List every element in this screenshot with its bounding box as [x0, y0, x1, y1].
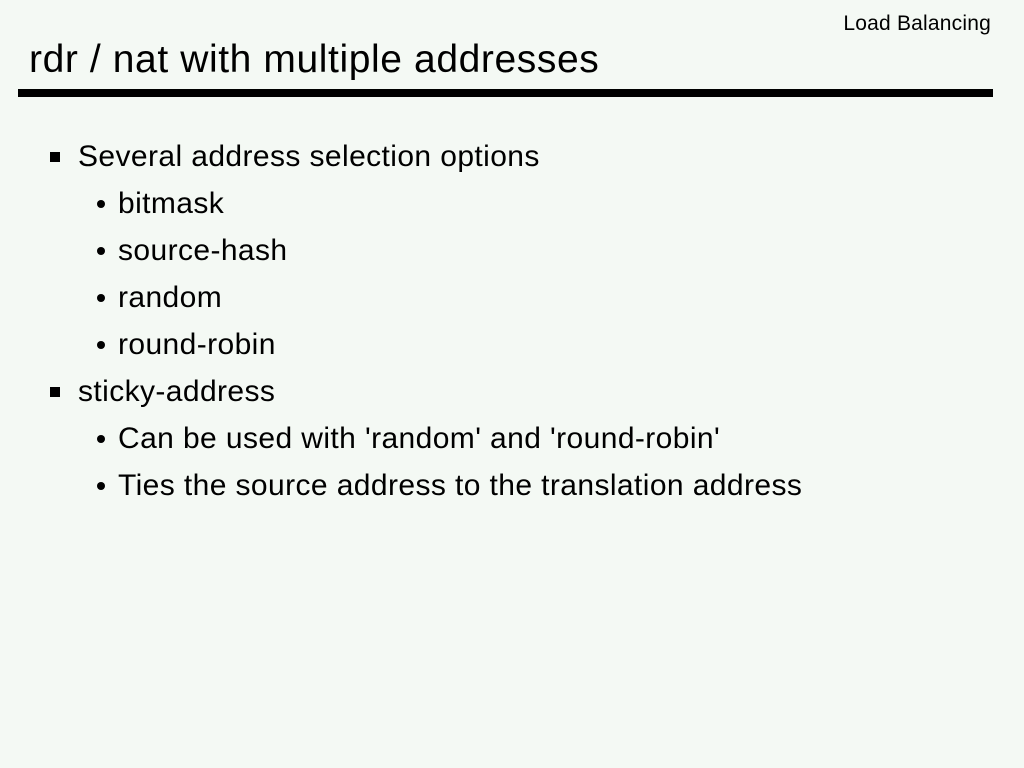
bullet-dot-icon [97, 340, 105, 349]
bullet-dot-icon [97, 293, 105, 302]
page-title: rdr / nat with multiple addresses [29, 38, 600, 81]
list-item-label: Ties the source address to the translati… [118, 469, 803, 502]
list-item: sticky-address [0, 368, 1024, 415]
list-item-label: sticky-address [78, 375, 276, 408]
list-item: round-robin [0, 321, 1024, 368]
slide-category-label: Load Balancing [843, 12, 991, 35]
list-item-label: Several address selection options [78, 140, 540, 173]
list-item: Ties the source address to the translati… [0, 462, 1024, 509]
list-item: random [0, 274, 1024, 321]
list-item-label: Can be used with 'random' and 'round-rob… [118, 422, 721, 455]
bullet-square-icon [50, 151, 60, 162]
bullet-dot-icon [97, 434, 105, 443]
title-divider [18, 89, 993, 97]
list-item-label: bitmask [118, 187, 225, 220]
list-item-label: random [118, 281, 223, 314]
list-item: Several address selection options [0, 133, 1024, 180]
bullet-list: Several address selection options bitmask… [0, 133, 1024, 509]
list-item-label: round-robin [118, 328, 276, 361]
list-item: Can be used with 'random' and 'round-rob… [0, 415, 1024, 462]
bullet-dot-icon [97, 199, 105, 208]
bullet-dot-icon [97, 481, 105, 490]
list-item: source-hash [0, 227, 1024, 274]
bullet-dot-icon [97, 246, 105, 255]
bullet-square-icon [50, 386, 60, 397]
list-item-label: source-hash [118, 234, 288, 267]
list-item: bitmask [0, 180, 1024, 227]
